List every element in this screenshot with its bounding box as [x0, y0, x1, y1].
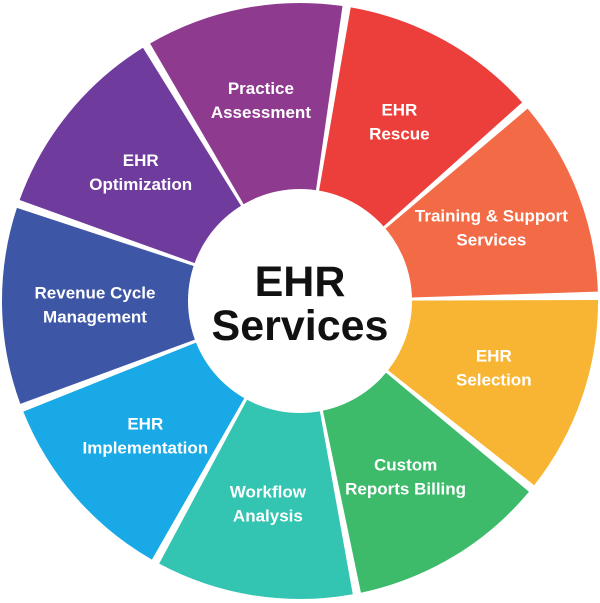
segment-label-4-line-2: Selection: [456, 371, 532, 390]
segment-label-7-line-1: EHR: [127, 415, 163, 434]
segment-7: [23, 338, 251, 560]
segment-label-6-line-1: Workflow: [230, 483, 307, 502]
segment-9: [19, 47, 248, 268]
center-title-line-1: EHR: [255, 258, 346, 306]
segment-label-4-line-1: EHR: [476, 347, 512, 366]
segment-label-5-line-2: Reports Billing: [345, 480, 466, 499]
segment-3: [376, 108, 598, 298]
segment-label-8-line-2: Management: [43, 308, 147, 327]
segment-8: [1, 207, 207, 404]
segment-label-9: EHR Optimization: [89, 151, 192, 194]
segment-2: [317, 7, 523, 235]
segment-label-9-line-2: Optimization: [89, 175, 192, 194]
segment-label-6-line-2: Analysis: [233, 507, 303, 526]
segment-label-5-line-1: Custom: [374, 456, 437, 475]
segment-6: [159, 389, 353, 599]
segment-label-1-line-2: Assessment: [211, 103, 312, 122]
center-title-line-2: Services: [212, 302, 389, 350]
segment-4: [378, 299, 598, 486]
segment-label-1-line-1: Practice: [228, 79, 294, 98]
segment-label-3-line-2: Services: [456, 231, 526, 250]
segment-1: [150, 2, 343, 215]
segment-label-8-line-1: Revenue Cycle: [35, 284, 156, 303]
segment-5: [320, 365, 529, 593]
segment-label-7: EHR Implementation: [82, 415, 208, 458]
segment-label-9-line-1: EHR: [123, 151, 159, 170]
segment-label-7-line-2: Implementation: [82, 439, 208, 458]
segment-label-2-line-2: Rescue: [369, 125, 429, 144]
center-circle: [188, 189, 412, 413]
segment-label-4: EHR Selection: [456, 347, 532, 390]
segment-label-2: EHR Rescue: [369, 101, 429, 144]
segment-label-2-line-1: EHR: [381, 101, 417, 120]
segment-label-3-line-1: Training & Support: [415, 207, 568, 226]
